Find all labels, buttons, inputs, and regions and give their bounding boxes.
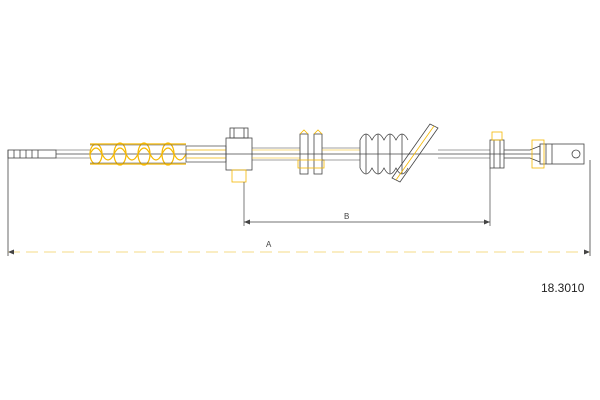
left-threaded-end xyxy=(7,149,57,159)
adjuster-block xyxy=(225,127,253,183)
mid-sheath xyxy=(322,147,360,161)
bellows xyxy=(359,133,409,175)
dimension-a xyxy=(8,249,590,255)
bracket xyxy=(297,129,325,175)
boot-outline xyxy=(90,144,186,164)
dimension-b xyxy=(243,168,491,226)
right-eyelet-end xyxy=(504,139,585,169)
dimension-a-label: A xyxy=(266,240,272,249)
right-sheath xyxy=(438,149,490,159)
sleeve xyxy=(185,145,227,163)
adjuster-nut xyxy=(489,131,505,169)
dimension-b-label: B xyxy=(344,212,349,221)
corrugated-boot xyxy=(89,142,187,166)
angled-tube xyxy=(391,123,439,183)
outer-sheath xyxy=(252,147,300,161)
part-number: 18.3010 xyxy=(541,281,585,295)
